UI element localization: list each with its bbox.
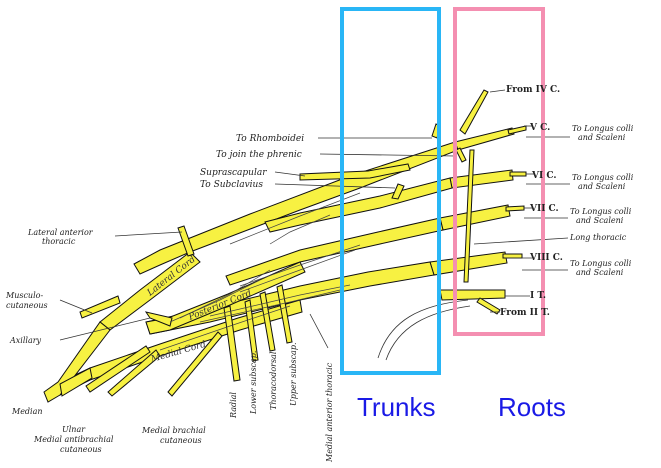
label-t1: I T. xyxy=(530,291,546,301)
label-phrenic: To join the phrenic xyxy=(216,150,302,160)
axillary-nerve xyxy=(144,311,173,327)
radial-nerve xyxy=(223,305,241,382)
roots-heading: Roots xyxy=(498,392,566,422)
root-c7 xyxy=(439,204,511,231)
label-musculo-a: Musculo- xyxy=(5,291,43,300)
label-ulnar: Ulnar xyxy=(62,425,86,434)
c7-trunk xyxy=(225,217,444,286)
medial-antibrachial-nerve xyxy=(107,349,161,397)
median-nerve xyxy=(43,321,111,403)
longus-branch-4 xyxy=(502,253,523,259)
posterior-cord xyxy=(145,261,306,335)
longus-branch-1 xyxy=(507,125,527,135)
label-lat-ant-thoracic-a: Lateral anterior xyxy=(27,228,94,237)
label-rhomboidei: To Rhomboidei xyxy=(236,134,304,144)
label-longus-4b: and Scaleni xyxy=(576,268,624,277)
median-terminal xyxy=(59,367,93,397)
label-subclavius: To Subclavius xyxy=(200,180,263,190)
label-c6: VI C. xyxy=(531,171,556,181)
label-longus-2a: To Longus colli xyxy=(572,173,634,182)
trunks-region-box xyxy=(340,7,441,375)
label-longus-1b: and Scaleni xyxy=(578,133,626,142)
label-longus-3b: and Scaleni xyxy=(576,216,624,225)
roots-region-box xyxy=(453,7,545,336)
label-axillary: Axillary xyxy=(9,336,42,345)
root-c6 xyxy=(449,169,514,189)
label-med-antibrachial-a: Medial antibrachial xyxy=(33,435,114,444)
label-med-brachial-a: Medial brachial xyxy=(141,426,206,435)
label-longus-1a: To Longus colli xyxy=(572,124,634,133)
label-median: Median xyxy=(11,407,43,416)
vertebral-strand xyxy=(463,149,475,283)
lateral-anterior-thoracic-nerve xyxy=(177,225,195,257)
label-c7: VII C. xyxy=(529,204,559,214)
label-longus-2b: and Scaleni xyxy=(578,182,626,191)
middle-trunk xyxy=(264,177,453,233)
label-thoracodorsal: Thoracodorsal xyxy=(269,351,278,410)
label-c8: VIII C. xyxy=(529,253,563,263)
label-suprascapular: Suprascapular xyxy=(200,168,267,178)
label-long-thoracic: Long thoracic xyxy=(569,233,627,242)
label-from-c4: From IV C. xyxy=(506,85,560,95)
t2-branch xyxy=(476,297,501,315)
thoracodorsal-nerve xyxy=(259,291,276,352)
suprascapular-nerve xyxy=(299,163,411,181)
label-med-brachial-b: cutaneous xyxy=(160,436,202,445)
phrenic-branch xyxy=(455,147,467,163)
lower-subscapular-nerve xyxy=(244,299,259,362)
first-rib-arc-inner xyxy=(385,305,471,361)
label-longus-4a: To Longus colli xyxy=(570,259,632,268)
label-from-t2: From II T. xyxy=(500,308,550,318)
label-c5: V C. xyxy=(529,123,550,133)
first-rib-arc xyxy=(377,299,469,359)
subclavius-nerve xyxy=(391,183,405,200)
label-med-ant-thoracic: Medial anterior thoracic xyxy=(325,362,334,463)
longus-branch-3 xyxy=(505,205,525,212)
label-lat-ant-thoracic-b: thoracic xyxy=(42,237,76,246)
label-longus-3a: To Longus colli xyxy=(570,207,632,216)
label-med-antibrachial-b: cutaneous xyxy=(60,445,102,454)
longus-branch-2 xyxy=(509,171,527,177)
root-c4-branch xyxy=(459,89,489,135)
root-t1 xyxy=(439,289,506,301)
label-musculo-b: cutaneous xyxy=(6,301,48,310)
trunks-heading: Trunks xyxy=(357,392,436,422)
label-radial: Radial xyxy=(229,392,238,419)
ulnar-nerve xyxy=(85,345,151,393)
nerve-bundle xyxy=(43,89,527,403)
label-upper-subscap: Upper subscap. xyxy=(289,343,298,406)
label-lower-subscap: Lower subscap. xyxy=(249,351,258,415)
medial-brachial-nerve xyxy=(167,331,223,397)
